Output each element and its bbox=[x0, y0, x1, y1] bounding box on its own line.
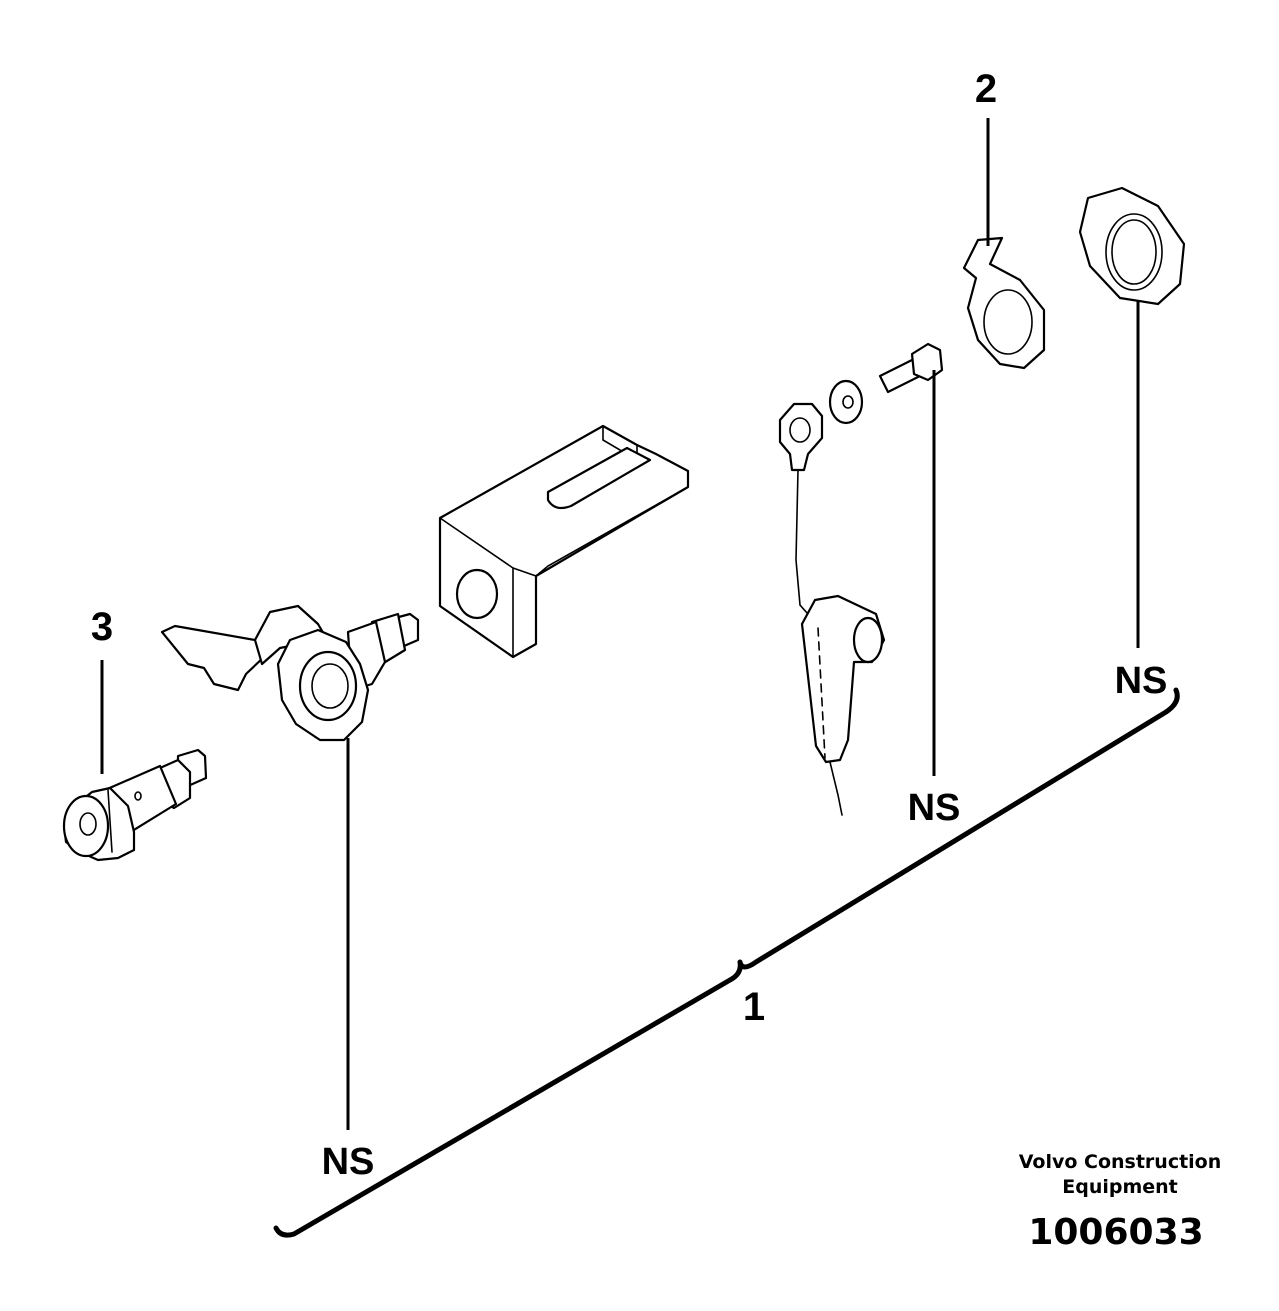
washer-and-bolt bbox=[828, 342, 944, 425]
callout-2: 2 bbox=[975, 67, 997, 111]
drawing-number: 1006033 bbox=[1028, 1212, 1203, 1253]
part-2-tab-washer bbox=[962, 236, 1046, 370]
brand-line-1: Volvo Construction bbox=[1019, 1151, 1222, 1173]
brand-line-2: Equipment bbox=[1062, 1176, 1178, 1198]
callout-ns-nut: NS bbox=[1115, 660, 1168, 702]
part-3-plug-connector bbox=[62, 748, 208, 862]
callout-3: 3 bbox=[91, 605, 113, 649]
leader-lines bbox=[100, 118, 1140, 1130]
ground-cable bbox=[778, 402, 886, 816]
callout-1: 1 bbox=[743, 985, 765, 1029]
kit-brace bbox=[273, 687, 1180, 1238]
hex-nut bbox=[1078, 186, 1186, 306]
callout-ns-bolt: NS bbox=[908, 787, 961, 829]
angled-bracket bbox=[438, 424, 690, 659]
callout-ns-housing: NS bbox=[322, 1141, 375, 1183]
connector-housing-with-lever bbox=[160, 604, 420, 742]
